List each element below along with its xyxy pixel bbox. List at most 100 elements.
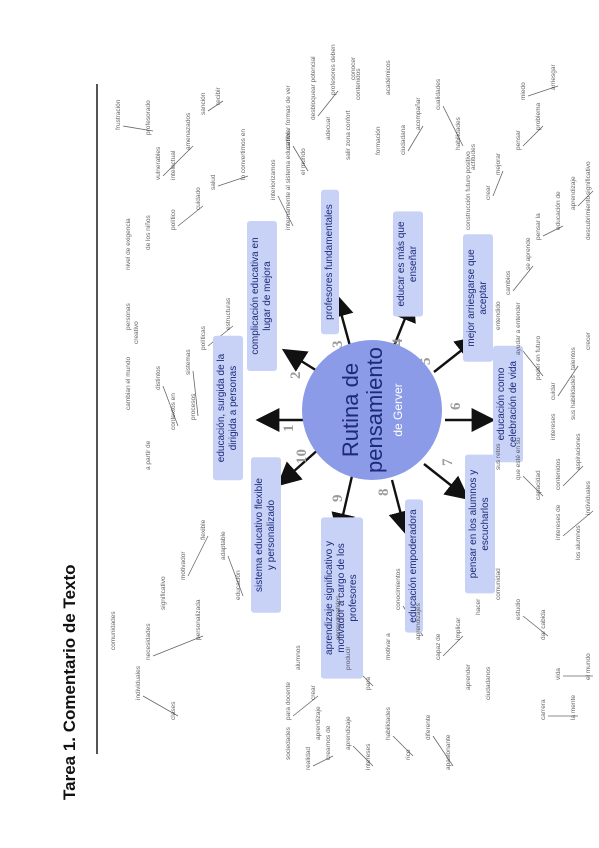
connector-line — [542, 225, 564, 237]
branch-box-2 — [247, 221, 277, 371]
connector-line — [227, 555, 244, 597]
branch-box-5 — [463, 234, 493, 362]
annotation-note: cuidar — [550, 381, 557, 400]
branch-label-line: escucharlos — [480, 497, 491, 550]
annotation-note: aspiraciones — [575, 433, 582, 470]
branch-number-3: 3 — [330, 341, 346, 349]
annotation-note: cambiar formas de ver — [285, 85, 292, 150]
branch-box-10 — [251, 457, 281, 613]
annotation-note: intereses de — [555, 504, 562, 540]
annotation-note: capaz de — [435, 633, 442, 660]
branch-box-7 — [465, 454, 495, 594]
branch-box-4 — [393, 211, 423, 317]
branch-label-line: educación empoderadora — [408, 509, 419, 623]
annotation-note: ayudar a entender — [515, 301, 522, 355]
connector-line — [122, 125, 154, 132]
connector-line — [142, 695, 179, 717]
annotation-note: crecer — [585, 331, 592, 350]
branch-label-line: mejor arriesgarse que — [466, 249, 477, 347]
branch-arrow-10 — [276, 447, 321, 487]
central-circle — [302, 340, 442, 480]
connector-line — [312, 755, 334, 767]
annotation-note: recibir — [215, 86, 222, 105]
annotation-note: adecuar — [325, 116, 332, 140]
branch-label-line: educar es más que — [396, 221, 407, 306]
branch-number-4: 4 — [390, 338, 406, 346]
annotation-note: diferente — [425, 714, 432, 740]
annotation-note: aprendizaje — [345, 716, 352, 750]
connector-line — [522, 475, 544, 497]
annotation-note: salir zona confort — [345, 110, 352, 160]
connector-line — [512, 265, 534, 292]
connector-line — [317, 90, 339, 117]
branch-label-line: celebración de vida — [508, 360, 519, 447]
annotation-note: pensar la — [535, 213, 542, 240]
branch-number-6: 6 — [448, 402, 464, 410]
annotation-note: mejorar — [495, 152, 502, 175]
annotation-note: estructuras — [225, 297, 232, 330]
branch-label-line: complicación educativa en — [250, 237, 261, 354]
connector-line — [557, 365, 579, 397]
branch-label-line: y personalizado — [266, 500, 277, 570]
annotation-note: individuales — [135, 665, 142, 700]
annotation-note: cualidades — [435, 78, 442, 110]
branch-label-line: lugar de mejora — [262, 261, 273, 331]
annotation-note: educación de — [555, 191, 562, 230]
annotation-note: poder en futuro — [535, 336, 542, 380]
annotation-note: habilidades — [455, 116, 462, 150]
annotation-note: acompañar — [415, 97, 422, 130]
annotation-note: entendido — [495, 301, 502, 330]
annotation-note: sus habilidades — [570, 374, 577, 420]
annotation-note: contenidos — [355, 68, 362, 100]
branch-box-8 — [405, 499, 423, 633]
annotation-note: adaptable — [220, 531, 227, 560]
branch-label-line: motivador a cargo de los — [336, 543, 347, 653]
branch-label-line: pensar en los alumnos y — [468, 470, 479, 578]
annotation-note: cambios — [505, 270, 512, 295]
annotation-note: construcción futuro positivo — [465, 151, 472, 230]
central-subtitle: de Gerver — [391, 383, 405, 436]
connector-line — [292, 695, 319, 717]
annotation-note: crearnos de — [325, 725, 332, 760]
annotation-note: procesos — [190, 393, 197, 420]
annotation-note: políticas — [200, 325, 207, 350]
connector-line — [207, 100, 224, 112]
branch-box-9 — [321, 517, 363, 679]
annotation-note: significativo — [585, 161, 592, 195]
annotation-note: profesores deben — [330, 44, 337, 95]
connector-line — [442, 105, 464, 147]
branch-label-line: aceptar — [478, 281, 489, 315]
connector-line — [192, 370, 199, 417]
annotation-note: crear — [310, 684, 317, 700]
branch-number-8: 8 — [376, 489, 392, 497]
annotation-note: comunidades — [110, 611, 117, 650]
annotation-note: intereses — [550, 413, 557, 440]
annotation-note: sistemas — [185, 349, 192, 375]
annotation-note: habilidades — [385, 706, 392, 740]
annotation-note: personalizada — [195, 599, 202, 640]
branch-box-3 — [321, 189, 339, 335]
annotation-note: salud — [210, 174, 217, 190]
branch-number-7: 7 — [440, 458, 456, 466]
branch-box-6 — [493, 345, 523, 463]
branch-arrow-7 — [423, 463, 470, 500]
branch-box-1 — [213, 335, 243, 481]
annotation-note: miedo — [520, 82, 527, 100]
annotation-note: intereses — [365, 743, 372, 770]
branch-number-5: 5 — [418, 358, 434, 366]
connector-line — [442, 635, 464, 657]
branch-label-line: enseñar — [408, 245, 419, 282]
annotation-note: intelectual — [170, 150, 177, 180]
annotation-note: el mundo — [300, 148, 307, 175]
annotation-note: a partir de — [145, 440, 152, 470]
annotation-note: distintos — [155, 365, 162, 390]
central-title-line2: pensamiento — [362, 347, 387, 473]
annotation-note: formación — [375, 126, 382, 155]
connector-line — [407, 125, 424, 152]
